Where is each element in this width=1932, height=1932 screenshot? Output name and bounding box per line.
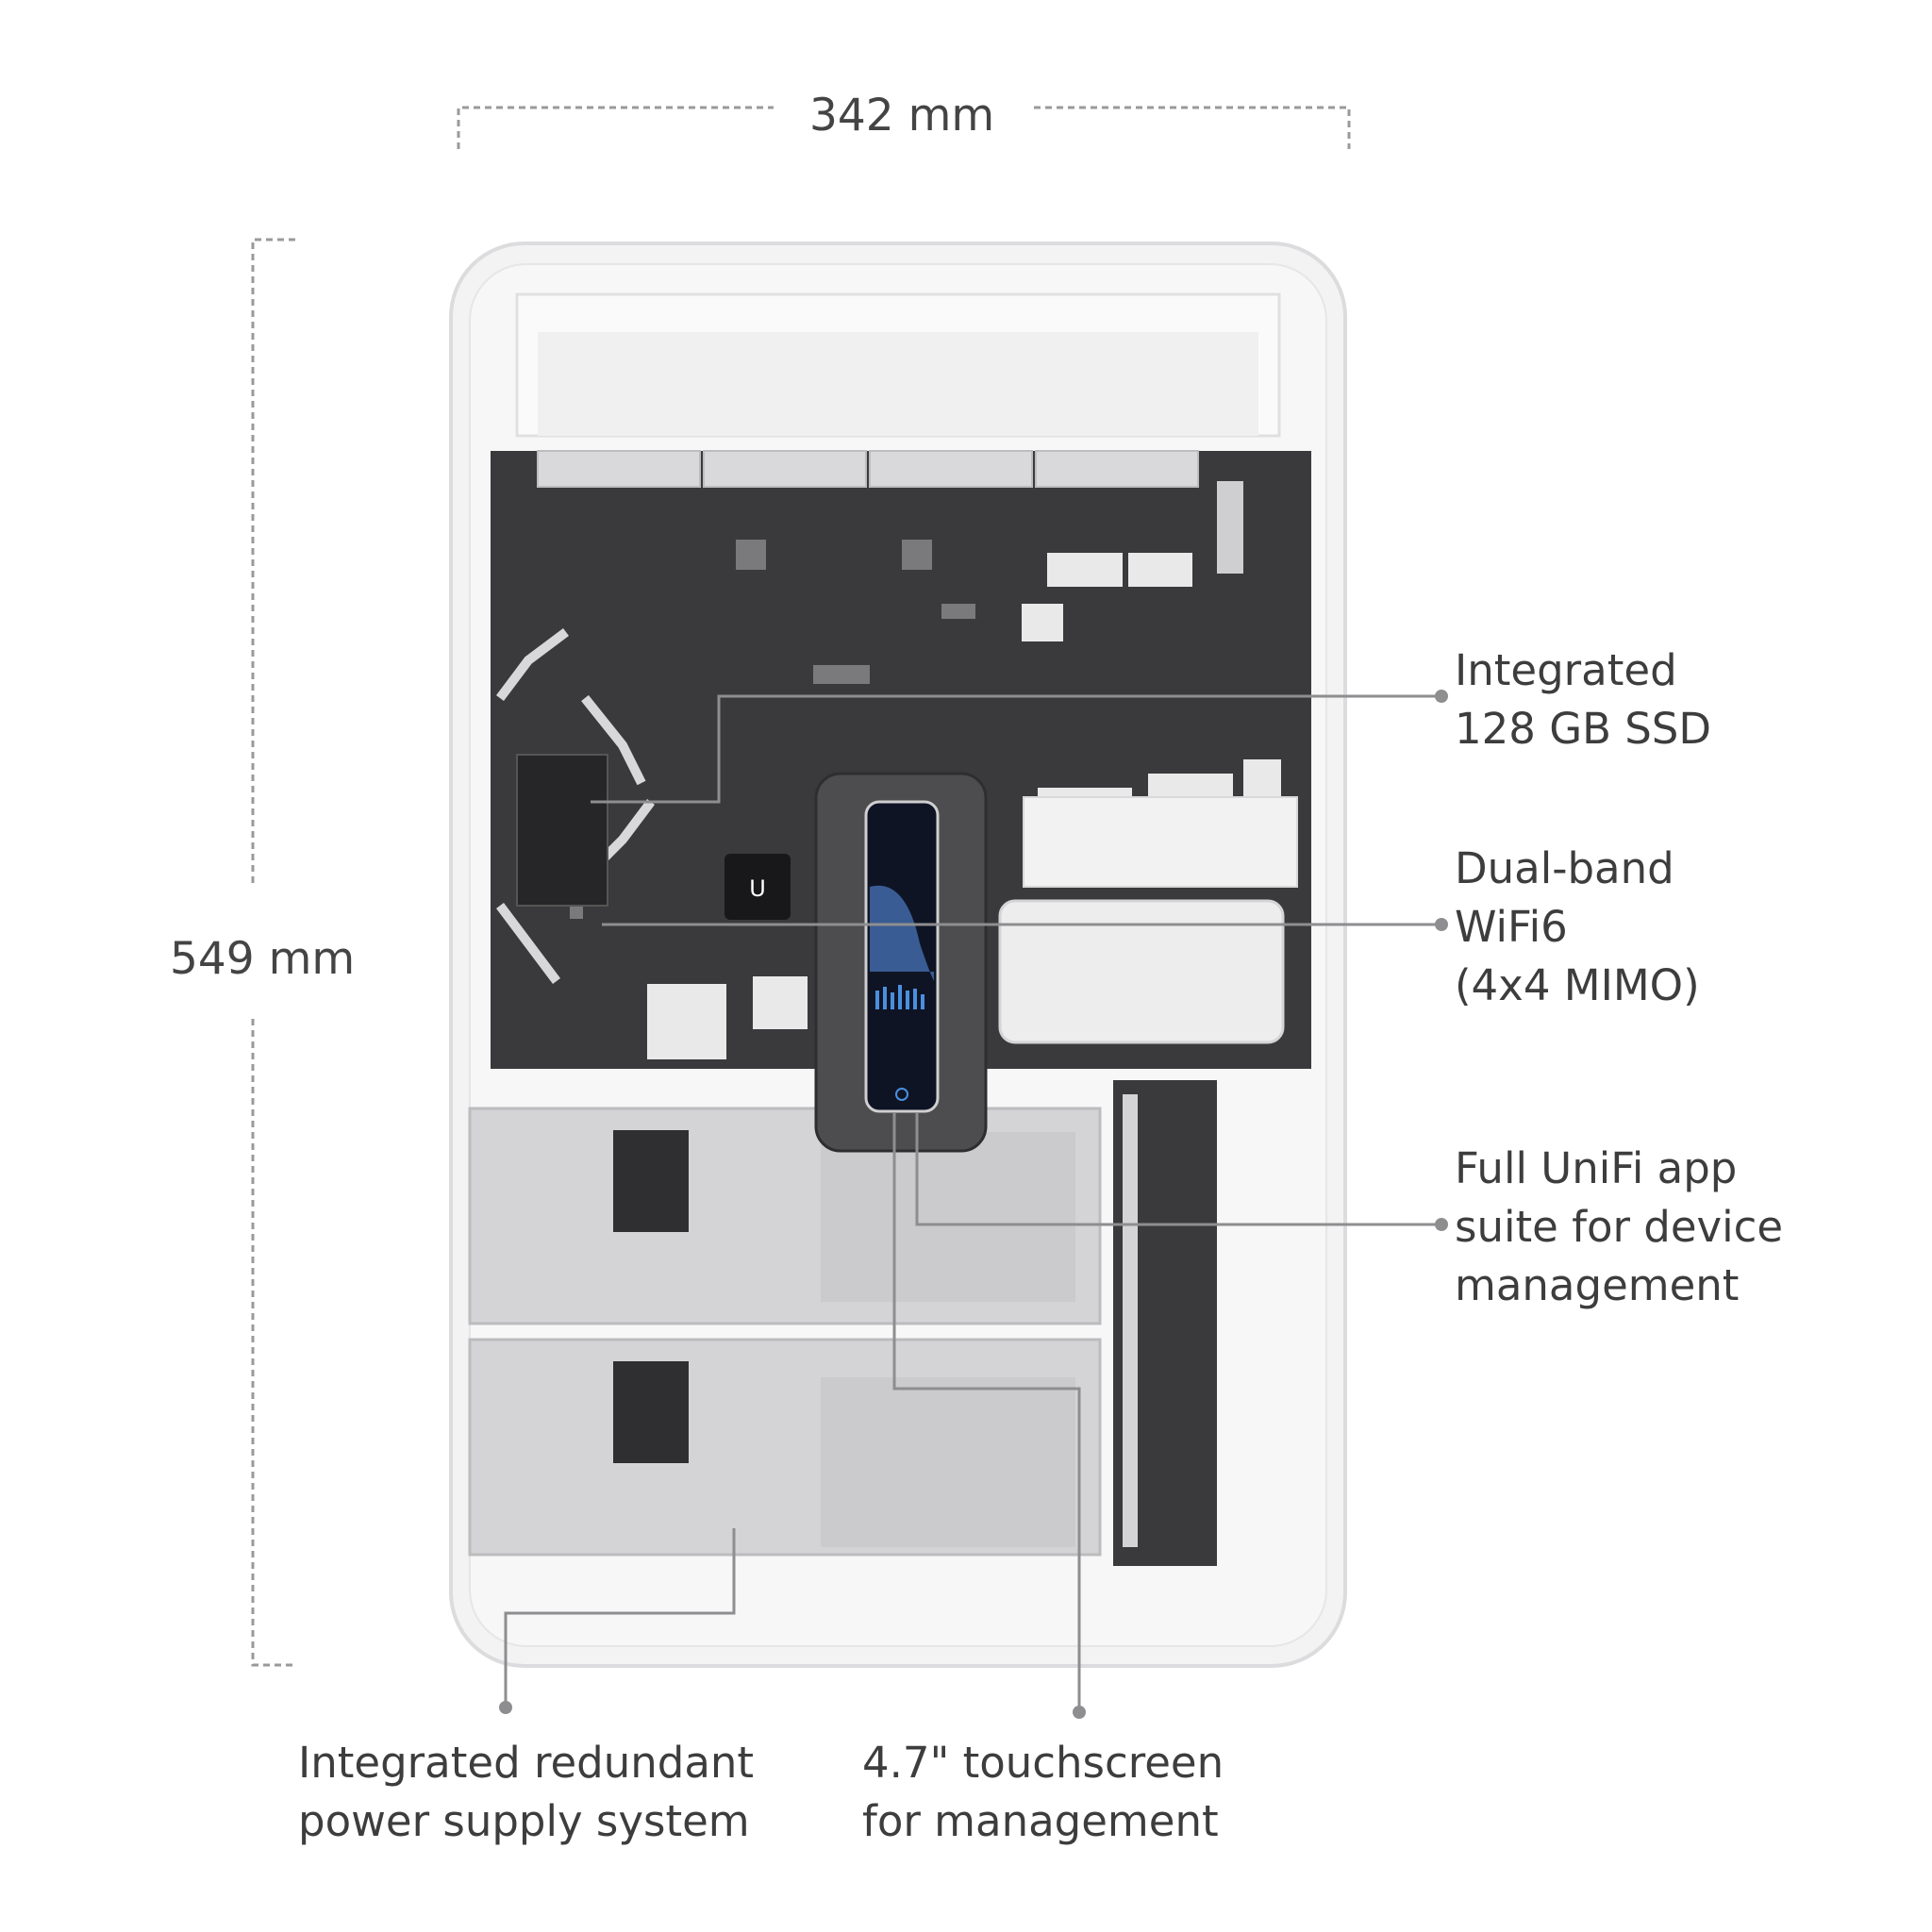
power-callout-line-2: power supply system [298, 1796, 750, 1846]
callout-dots [499, 690, 1448, 1719]
ssd-leader [591, 694, 1441, 804]
height-dimension-line [251, 238, 295, 1667]
ethernet-ports [537, 450, 1199, 488]
app-callout-line-2: suite for device [1455, 1202, 1784, 1252]
ssd-callout: Integrated 128 GB SSD [1455, 641, 1711, 758]
power-supply-2 [468, 1338, 1102, 1557]
wifi-callout-line-1: Dual-band [1455, 843, 1674, 893]
ssd-callout-line-2: 128 GB SSD [1455, 704, 1712, 754]
callout-leaders [504, 694, 1441, 1712]
unifi-logo: U [749, 875, 766, 902]
app-callout-line-1: Full UniFi app [1455, 1143, 1738, 1193]
wifi-callout: Dual-band WiFi6 (4x4 MIMO) [1455, 840, 1700, 1015]
power-leader [504, 1528, 736, 1707]
power-callout: Integrated redundant power supply system [298, 1734, 754, 1851]
wifi-callout-line-2: WiFi6 [1455, 902, 1568, 952]
ssd-callout-line-1: Integrated [1455, 645, 1677, 695]
touchscreen-leader [892, 1113, 1081, 1712]
wifi-callout-line-3: (4x4 MIMO) [1455, 960, 1700, 1010]
touchscreen-callout: 4.7" touchscreen for management [862, 1734, 1224, 1851]
unifi-chip [724, 854, 791, 920]
ssd-module [516, 754, 608, 907]
power-supply-1 [468, 1107, 1102, 1325]
app-callout: Full UniFi app suite for device manageme… [1455, 1140, 1783, 1315]
power-callout-line-1: Integrated redundant [298, 1738, 755, 1788]
width-dimension-line [457, 106, 1351, 149]
height-label: 549 mm [170, 933, 356, 985]
app-callout-line-3: management [1455, 1260, 1740, 1310]
touchscreen-callout-line-1: 4.7" touchscreen [862, 1738, 1224, 1788]
touchscreen-callout-line-2: for management [862, 1796, 1219, 1846]
width-label: 342 mm [809, 90, 995, 142]
app-leader [915, 1113, 1441, 1226]
